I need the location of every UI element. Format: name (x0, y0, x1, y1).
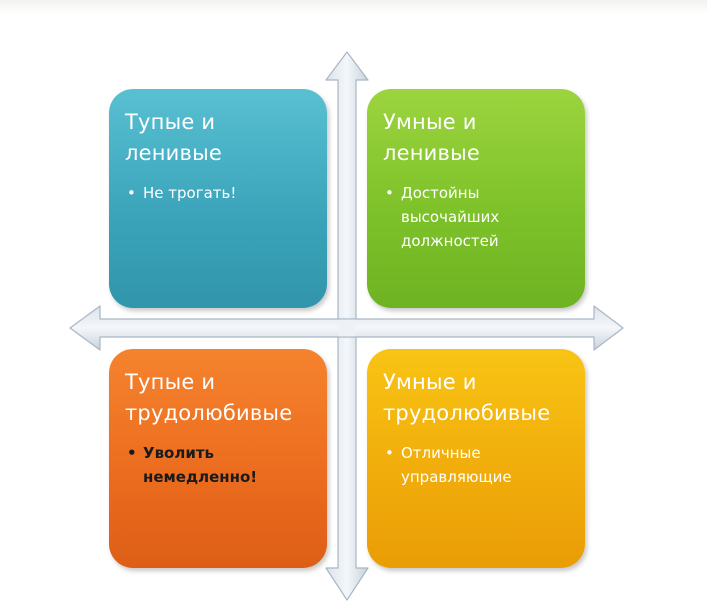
quadrant-smart-diligent: Умные и трудолюбивые • Отличные управляющ… (367, 349, 585, 568)
quadrant-title: Умные и трудолюбивые (383, 370, 551, 425)
quadrant-title: Тупые и трудолюбивые (125, 370, 293, 425)
quadrant-dumb-lazy: Тупые и ленивые • Не трогать! (109, 89, 327, 308)
bullet-item: • Не трогать! (125, 181, 311, 205)
bullet-text: Достойны высочайших должностей (401, 184, 500, 250)
quadrant-title: Тупые и ленивые (125, 110, 222, 165)
top-fade-strip (0, 0, 707, 14)
bullet-item: • Достойны высочайших должностей (383, 181, 569, 253)
bullet-dot-icon: • (127, 444, 137, 462)
quadrant-dumb-diligent: Тупые и трудолюбивые • Уволить немедленно… (109, 349, 327, 568)
bullet-dot-icon: • (127, 184, 136, 202)
bullet-item: • Отличные управляющие (383, 441, 569, 489)
bullet-dot-icon: • (385, 444, 394, 462)
bullet-dot-icon: • (385, 184, 394, 202)
bullet-text: Отличные управляющие (401, 444, 512, 486)
axis-center (338, 319, 356, 337)
quadrant-bullets: • Достойны высочайших должностей (383, 181, 569, 253)
quadrant-title: Умные и ленивые (383, 110, 480, 165)
bullet-text: Уволить немедленно! (143, 444, 258, 486)
quadrant-bullets: • Отличные управляющие (383, 441, 569, 489)
bullet-text: Не трогать! (143, 184, 237, 202)
quadrant-bullets: • Не трогать! (125, 181, 311, 205)
quadrant-smart-lazy: Умные и ленивые • Достойны высочайших дол… (367, 89, 585, 308)
bullet-item: • Уволить немедленно! (125, 441, 311, 489)
quadrant-bullets: • Уволить немедленно! (125, 441, 311, 489)
